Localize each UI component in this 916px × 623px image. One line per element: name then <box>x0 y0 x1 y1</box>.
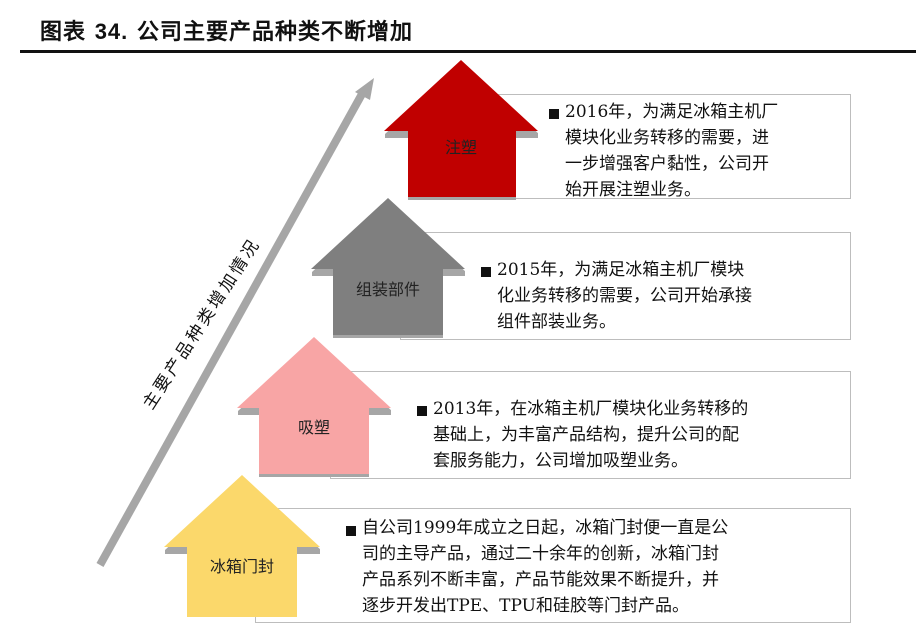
text-line: 始开展注塑业务。 <box>565 180 701 200</box>
text-line: 基础上，为丰富产品结构，提升公司的配 <box>433 425 739 445</box>
text-line: 自公司1999年成立之日起，冰箱门封便一直是公 <box>362 518 729 538</box>
stage-description-box-2015: 2015年，为满足冰箱主机厂模块 化业务转移的需要，公司开始承接 组件部装业务。 <box>400 232 851 340</box>
text-line: 司的主导产品，通过二十余年的创新，冰箱门封 <box>362 544 719 564</box>
bullet-icon <box>346 526 356 536</box>
figure-number: 34. <box>94 19 129 44</box>
text-line: 一步增强客户黏性，公司开 <box>565 154 769 174</box>
text-line: 化业务转移的需要，公司开始承接 <box>497 286 752 306</box>
text-line: 产品系列不断丰富，产品节能效果不断提升，并 <box>362 570 719 590</box>
stage-arrow-injection-molding: 注塑 <box>384 60 539 200</box>
figure-title-text: 公司主要产品种类不断增加 <box>136 20 413 45</box>
bullet-icon <box>549 109 559 119</box>
stage-label: 注塑 <box>444 138 477 157</box>
stage-description-box-2016: 2016年，为满足冰箱主机厂 模块化业务转移的需要，进 一步增强客户黏性，公司开… <box>470 94 851 200</box>
stage-arrow-door-seal: 冰箱门封 <box>164 475 321 617</box>
stage-arrow-blister-molding: 吸塑 <box>237 337 392 477</box>
up-arrow-red-icon <box>384 60 539 200</box>
stage-description-box-1999: 自公司1999年成立之日起，冰箱门封便一直是公 司的主导产品，通过二十余年的创新… <box>255 508 851 623</box>
stage-arrow-assembly-parts: 组装部件 <box>311 198 466 338</box>
bullet-icon <box>417 406 427 416</box>
up-arrow-yellow-icon <box>164 475 321 617</box>
text-line: 组件部装业务。 <box>497 312 616 332</box>
up-arrow-pink-icon <box>237 337 392 477</box>
stage-label: 组装部件 <box>355 280 420 299</box>
stage-description-box-2013: 2013年，在冰箱主机厂模块化业务转移的 基础上，为丰富产品结构，提升公司的配 … <box>330 371 851 479</box>
bullet-icon <box>481 267 491 277</box>
text-line: 套服务能力，公司增加吸塑业务。 <box>433 451 688 471</box>
figure-title-prefix: 图表 <box>40 20 87 45</box>
text-line: 逐步开发出TPE、TPU和硅胶等门封产品。 <box>362 596 689 616</box>
stage-label: 吸塑 <box>297 418 330 437</box>
text-line: 2016年，为满足冰箱主机厂 <box>565 102 779 122</box>
figure-title: 图表 34. 公司主要产品种类不断增加 <box>40 14 413 46</box>
text-line: 模块化业务转移的需要，进 <box>565 128 769 148</box>
title-underline <box>20 50 916 53</box>
stage-label: 冰箱门封 <box>209 557 274 576</box>
text-line: 2015年，为满足冰箱主机厂模块 <box>497 260 745 280</box>
up-arrow-gray-icon <box>311 198 466 338</box>
text-line: 2013年，在冰箱主机厂模块化业务转移的 <box>433 399 749 419</box>
